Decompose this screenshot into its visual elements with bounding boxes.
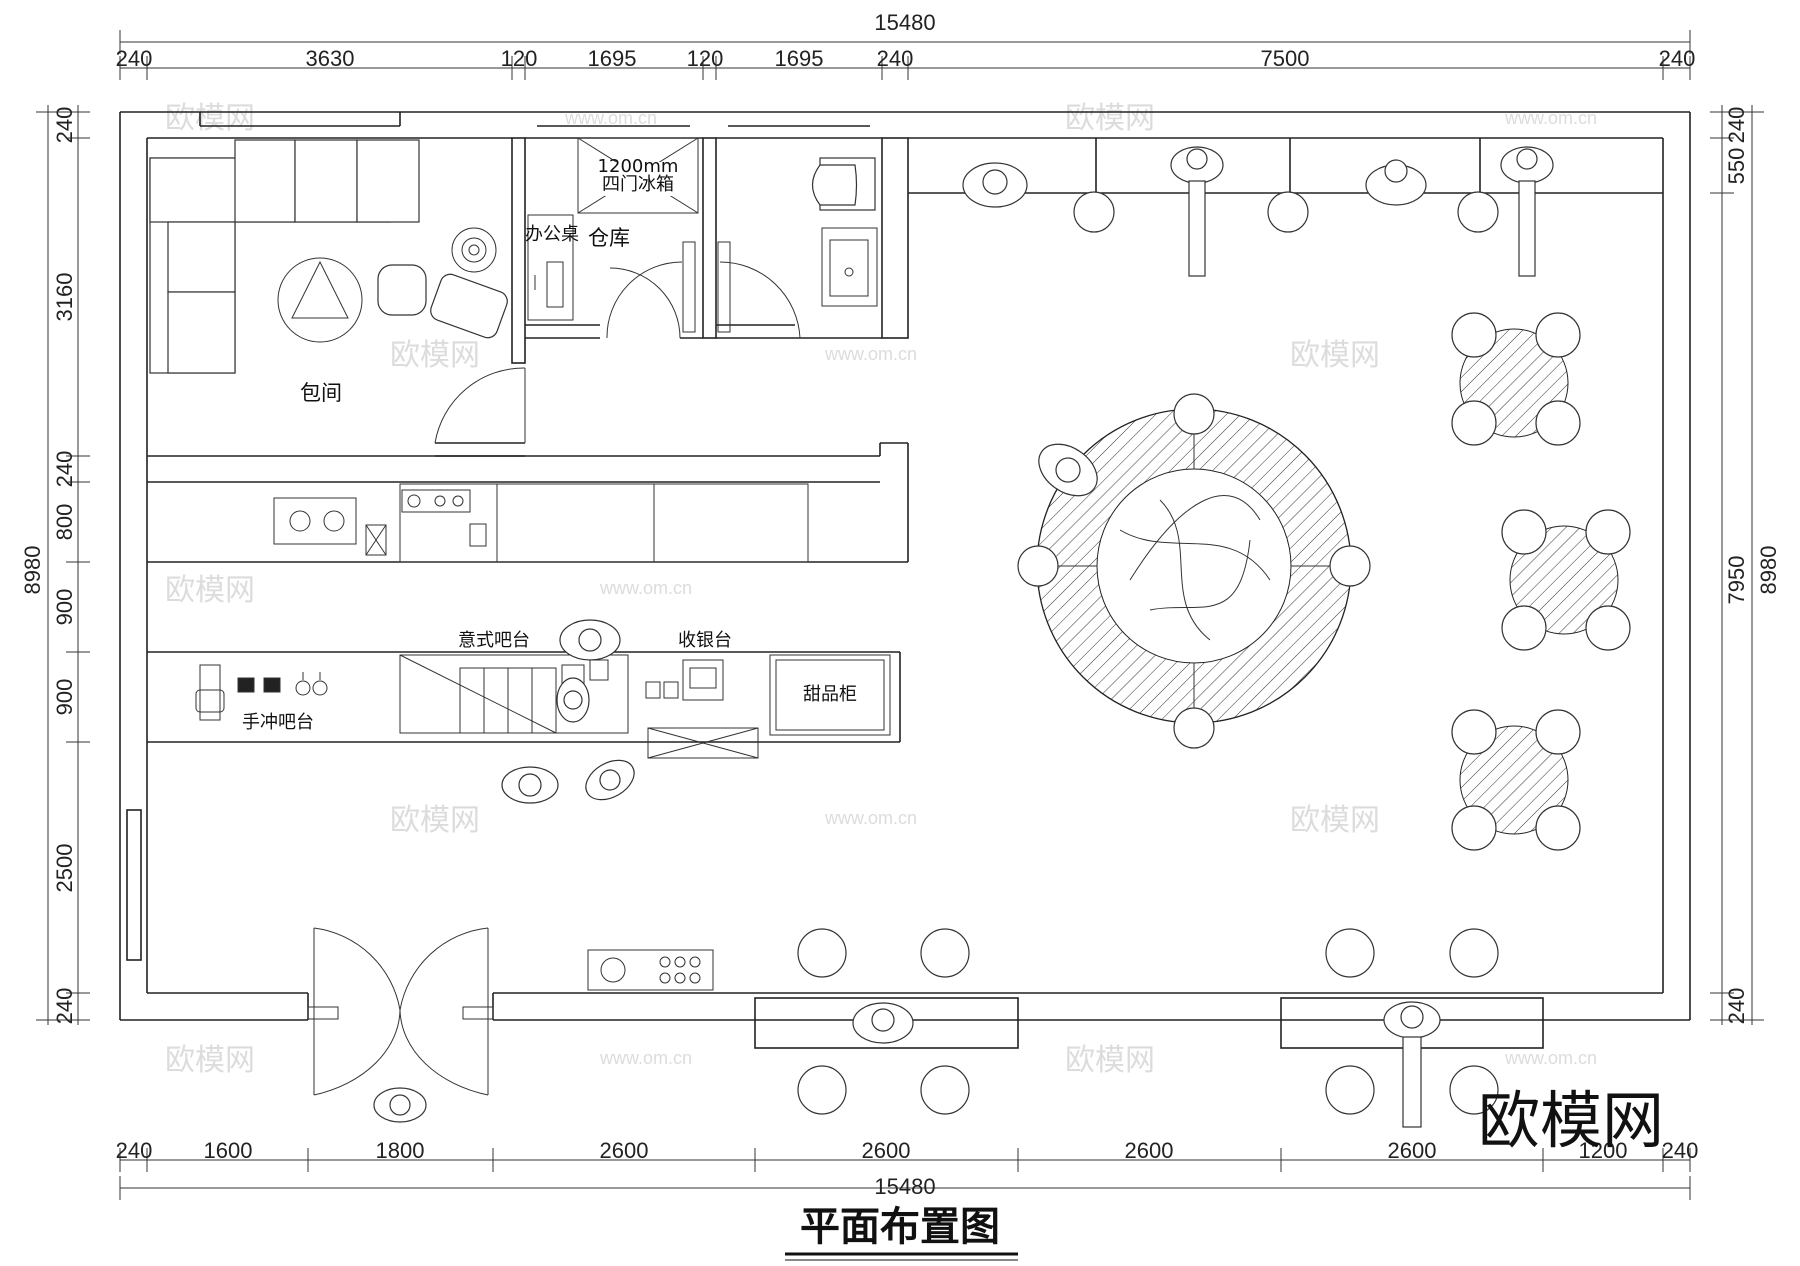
watermark: 欧模网 xyxy=(1065,1043,1155,1078)
dim-bottom: 1600 xyxy=(204,1138,253,1163)
dim-top: 1695 xyxy=(588,46,637,71)
pour-over-bar xyxy=(195,664,328,721)
label-dessert-cabinet: 甜品柜 xyxy=(803,684,857,705)
watermark-url: www.om.cn xyxy=(1504,108,1597,128)
dim-top: 240 xyxy=(116,46,153,71)
watermark: 欧模网 xyxy=(1065,101,1155,136)
watermark: 欧模网 xyxy=(390,338,480,373)
label-cashier: 收银台 xyxy=(678,630,732,651)
brand-watermark: 欧模网 xyxy=(1478,1084,1664,1157)
dessert-cabinet xyxy=(769,654,891,736)
dim-top: 240 xyxy=(877,46,914,71)
dim-top: 120 xyxy=(501,46,538,71)
dim-bottom: 1200 xyxy=(1579,1138,1628,1163)
dim-top: 3630 xyxy=(306,46,355,71)
side-table xyxy=(277,257,363,343)
dim-left: 900 xyxy=(52,679,77,716)
dim-left: 3160 xyxy=(52,273,77,322)
watermark-url: www.om.cn xyxy=(599,1048,692,1068)
dim-bottom: 2600 xyxy=(1388,1138,1437,1163)
dim-right-inner: 7950 xyxy=(1724,556,1749,605)
room-label-private: 包间 xyxy=(300,381,342,405)
watermark-url: www.om.cn xyxy=(824,344,917,364)
dim-right-total: 8980 xyxy=(1756,546,1781,595)
dim-bottom: 2600 xyxy=(1125,1138,1174,1163)
toilet-icon xyxy=(811,157,876,211)
stool-icon xyxy=(1017,393,1371,749)
label-pour-over-bar: 手冲吧台 xyxy=(242,712,314,733)
dim-right: 550 xyxy=(1724,148,1749,185)
fridge-label-bg xyxy=(605,162,675,196)
dim-top: 7500 xyxy=(1261,46,1310,71)
dim-top: 1695 xyxy=(775,46,824,71)
dim-bottom: 2600 xyxy=(862,1138,911,1163)
office-desk xyxy=(527,214,574,321)
round-table-icon xyxy=(1451,312,1631,851)
watermark: 欧模网 xyxy=(1290,338,1380,373)
watermark-url: www.om.cn xyxy=(1504,1048,1597,1068)
dim-bottom: 240 xyxy=(1662,1138,1699,1163)
person-icon xyxy=(373,146,1554,1128)
dim-left: 2500 xyxy=(52,844,77,893)
dimension-texts: 15480 240 3630 120 1695 120 1695 240 750… xyxy=(20,10,1781,1199)
stool-icon xyxy=(797,191,1499,1115)
espresso-bar xyxy=(399,654,629,734)
dim-left: 240 xyxy=(52,988,77,1025)
label-office-desk: 办公桌 xyxy=(525,224,579,245)
dim-top: 240 xyxy=(1659,46,1696,71)
planter-icon xyxy=(451,227,497,273)
fridge-size: 1200mm xyxy=(598,156,679,177)
cashier-counter xyxy=(645,659,759,759)
sink-icon xyxy=(821,227,878,307)
dim-left: 240 xyxy=(52,451,77,488)
dim-left: 900 xyxy=(52,589,77,626)
sofa xyxy=(149,139,420,374)
watermark-layer: 欧模网 www.om.cn 欧模网 www.om.cn 欧模网 www.om.c… xyxy=(165,101,1597,1078)
label-espresso-bar: 意式吧台 xyxy=(458,630,530,651)
dim-right: 240 xyxy=(1724,988,1749,1025)
room-label-storage: 仓库 xyxy=(588,226,630,250)
dim-top: 120 xyxy=(687,46,724,71)
dim-left: 240 xyxy=(52,107,77,144)
watermark-url: www.om.cn xyxy=(599,578,692,598)
dim-right: 240 xyxy=(1724,107,1749,144)
door-swing-icon xyxy=(307,241,801,1096)
watermark: 欧模网 xyxy=(165,573,255,608)
watermark: 欧模网 xyxy=(165,101,255,136)
walls xyxy=(119,111,1691,1049)
dim-left-total: 8980 xyxy=(20,546,45,595)
kitchen-counter xyxy=(273,483,809,563)
watermark: 欧模网 xyxy=(1290,803,1380,838)
watermark: 欧模网 xyxy=(165,1043,255,1078)
dim-bottom: 240 xyxy=(116,1138,153,1163)
drawing-title: 平面布置图 xyxy=(800,1204,1000,1250)
dim-bottom: 2600 xyxy=(600,1138,649,1163)
watermark: 欧模网 xyxy=(390,803,480,838)
watermark-url: www.om.cn xyxy=(824,808,917,828)
planter-icon xyxy=(1036,408,1352,724)
dimension-lines xyxy=(36,30,1764,1200)
dim-bottom: 1800 xyxy=(376,1138,425,1163)
chair-icon xyxy=(377,264,508,339)
dim-top-total: 15480 xyxy=(874,10,935,35)
stove xyxy=(587,949,714,991)
fridge-label: 四门冰箱 xyxy=(602,174,674,195)
dim-left: 800 xyxy=(52,504,77,541)
watermark-url: www.om.cn xyxy=(564,108,657,128)
dim-bottom-total: 15480 xyxy=(874,1174,935,1199)
